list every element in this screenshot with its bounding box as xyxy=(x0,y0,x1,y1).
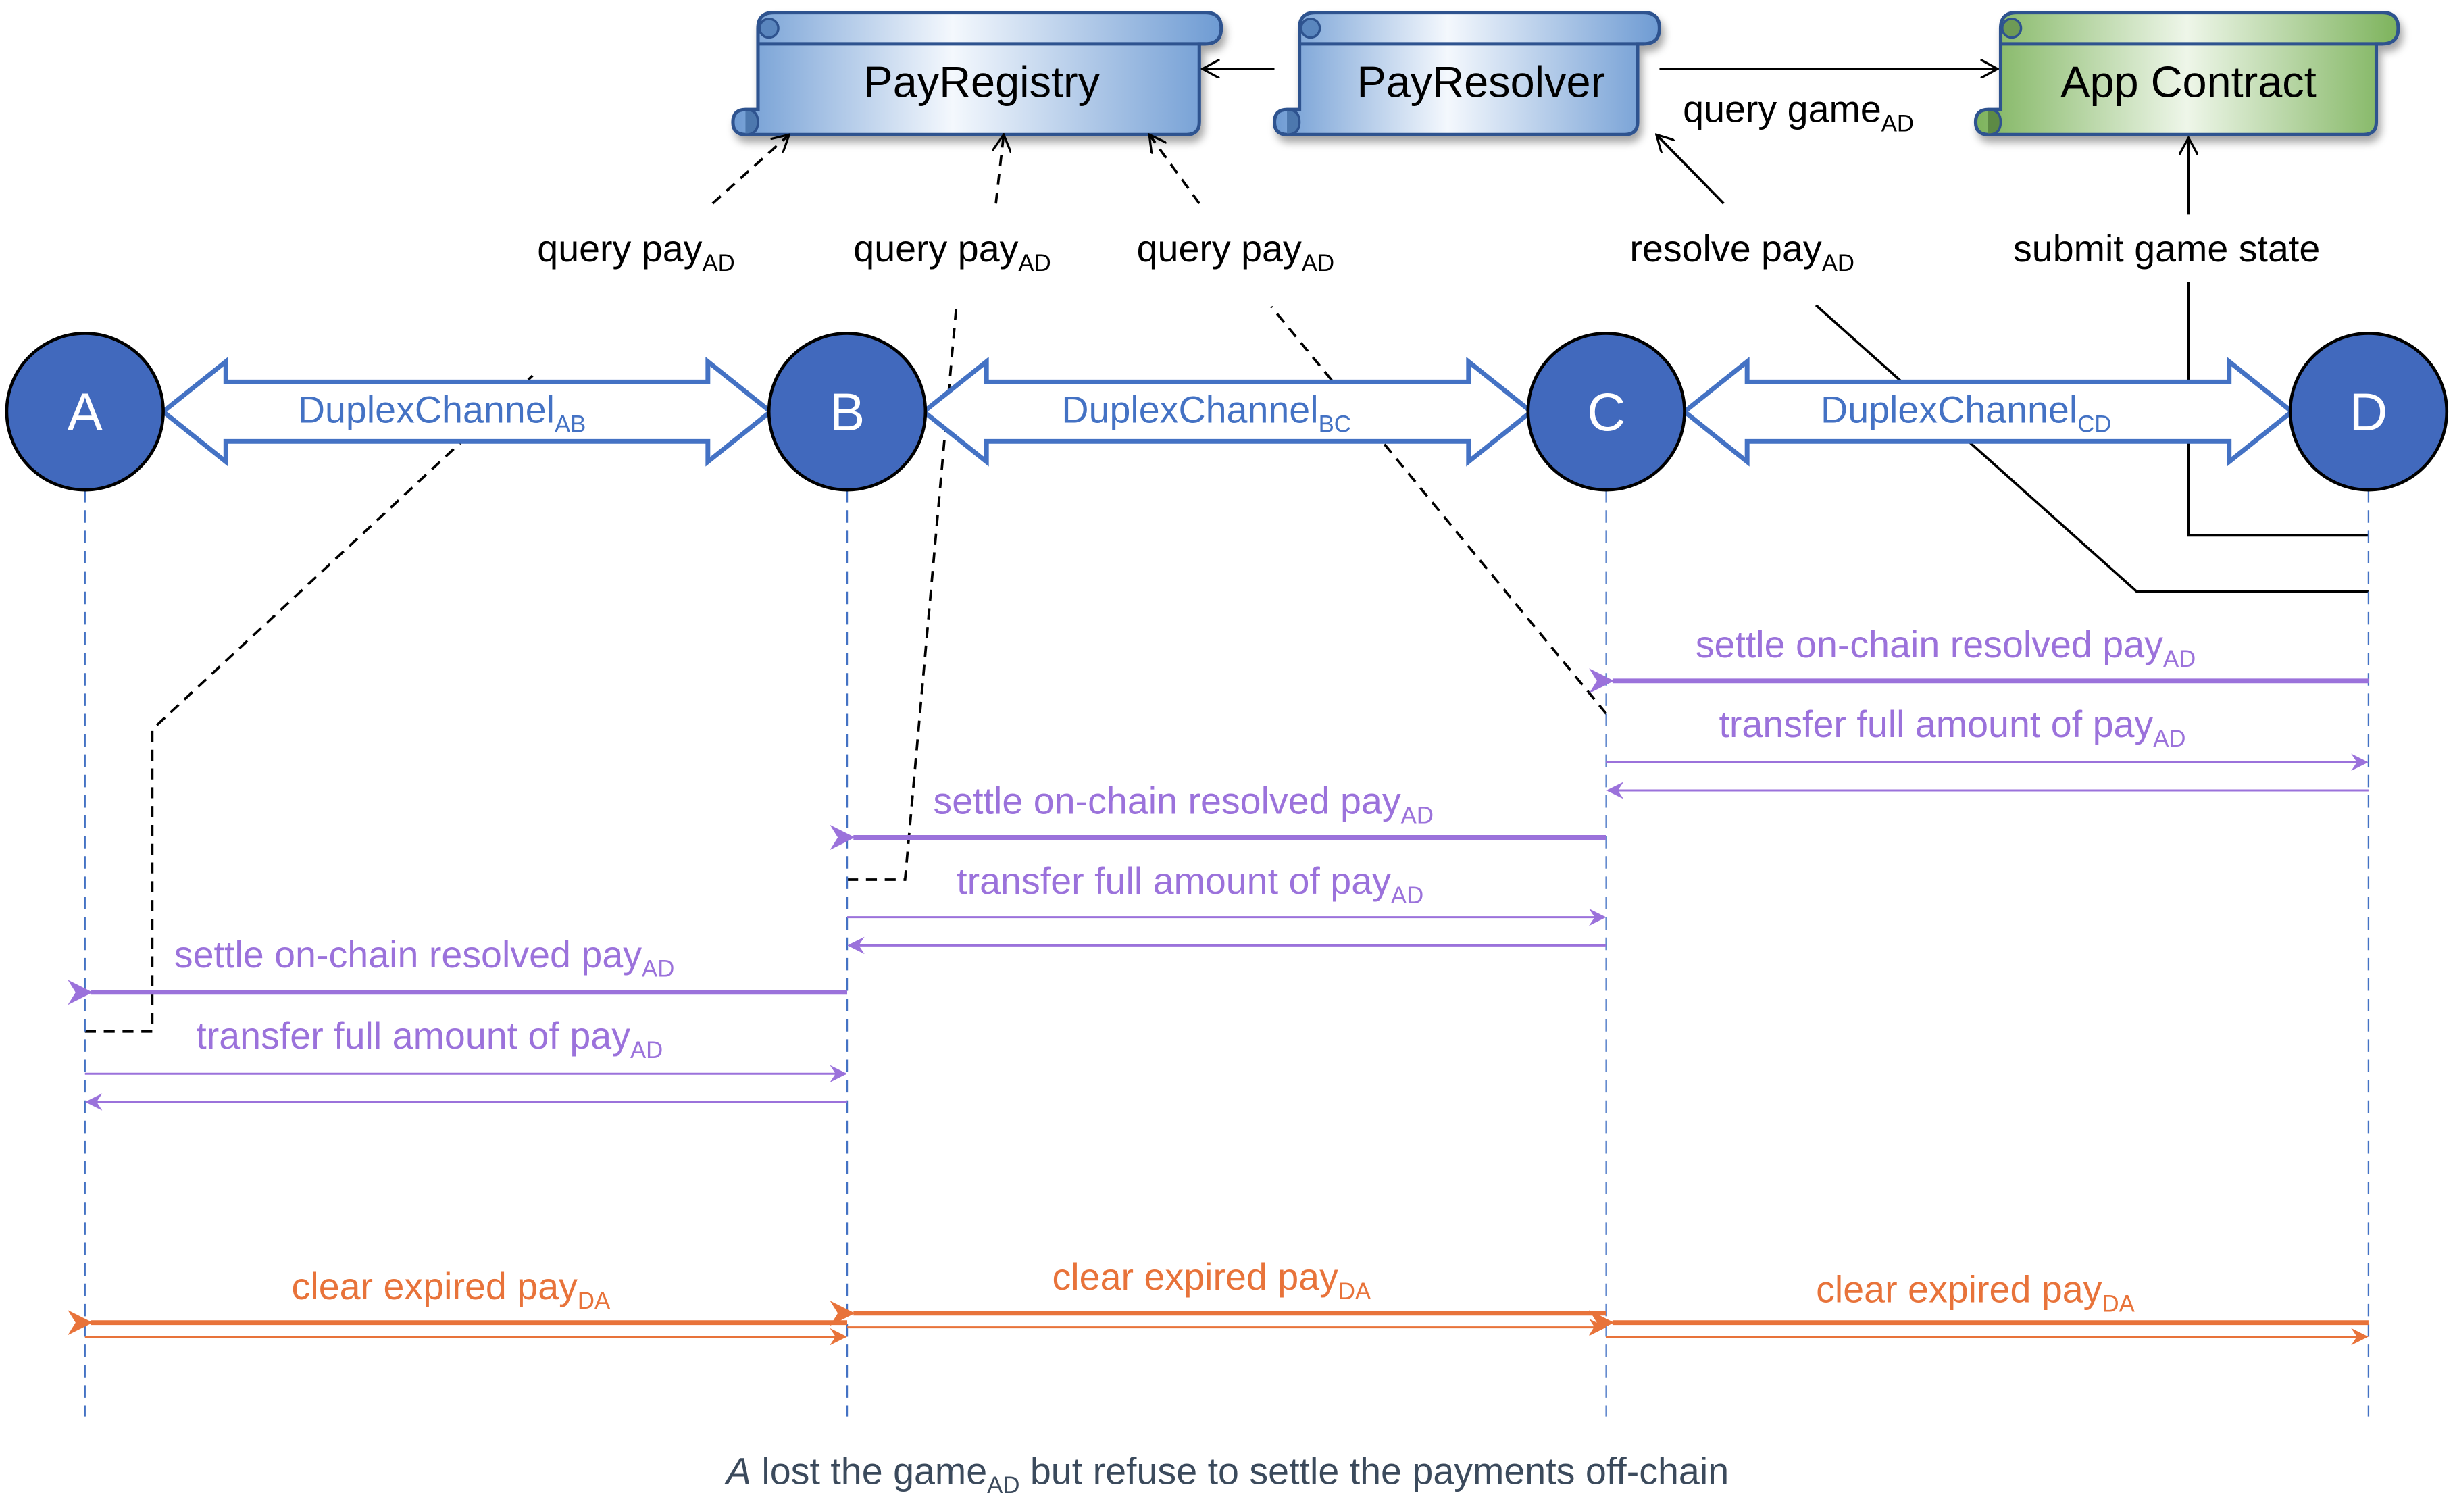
query-pay-label-b: query payAD xyxy=(853,228,1051,276)
node-a-label: A xyxy=(67,382,103,442)
transfer-label-bc: transfer full amount of payAD xyxy=(957,860,1423,909)
app-contract-label: App Contract xyxy=(2060,57,2317,107)
query-arrow-a xyxy=(711,134,790,205)
query-line-a xyxy=(84,374,534,1033)
node-d: D xyxy=(2288,332,2449,492)
submit-game-state-label: submit game state xyxy=(2013,228,2320,270)
resolve-pay-arrow xyxy=(1656,134,1725,205)
resolve-pay-label: resolve payAD xyxy=(1629,228,1854,276)
query-pay-label-a: query payAD xyxy=(537,228,734,276)
settle-label-ba: settle on-chain resolved payAD xyxy=(174,934,675,982)
duplex-channel-ab: DuplexChannelAB xyxy=(159,356,775,467)
node-c: C xyxy=(1526,332,1686,492)
duplex-channel-bc: DuplexChannelBC xyxy=(919,356,1536,467)
pay-registry-contract: PayRegistry xyxy=(731,10,1223,136)
query-arrow-b xyxy=(996,134,1004,204)
clear-label-cb: clear expired payDA xyxy=(1053,1256,1371,1305)
resolve-pay-line xyxy=(1815,304,2369,593)
diagram-caption: A lost the gameAD but refuse to settle t… xyxy=(724,1450,1729,1498)
duplex-channel-cd: DuplexChannelCD xyxy=(1680,356,2296,467)
transfer-label-ab: transfer full amount of payAD xyxy=(196,1015,663,1063)
pay-registry-label: PayRegistry xyxy=(863,57,1100,107)
node-b: B xyxy=(767,332,928,492)
settle-label-dc: settle on-chain resolved payAD xyxy=(1696,624,2196,672)
query-line-c xyxy=(1270,305,1608,715)
channel-cd-label: DuplexChannelCD xyxy=(1821,389,2111,438)
app-contract: App Contract xyxy=(1973,10,2400,136)
pay-resolver-contract: PayResolver xyxy=(1272,10,1661,136)
submit-state-line xyxy=(2187,282,2369,537)
query-game-label: query gameAD xyxy=(1683,89,1914,137)
clear-label-dc: clear expired payDA xyxy=(1816,1269,2135,1317)
node-c-label: C xyxy=(1587,382,1625,442)
transfer-label-cd: transfer full amount of payAD xyxy=(1719,703,2185,752)
settle-label-cb: settle on-chain resolved payAD xyxy=(933,780,1434,829)
channel-bc-label: DuplexChannelBC xyxy=(1061,389,1350,438)
channel-ab-label: DuplexChannelAB xyxy=(298,389,586,438)
node-b-label: B xyxy=(830,382,865,442)
pay-resolver-label: PayResolver xyxy=(1357,57,1605,107)
query-line-b xyxy=(847,301,959,881)
node-a: A xyxy=(5,332,165,492)
query-pay-label-c: query payAD xyxy=(1137,228,1334,276)
query-arrow-c xyxy=(1149,134,1200,205)
clear-label-ba: clear expired payDA xyxy=(292,1265,611,1314)
node-d-label: D xyxy=(2349,382,2387,442)
